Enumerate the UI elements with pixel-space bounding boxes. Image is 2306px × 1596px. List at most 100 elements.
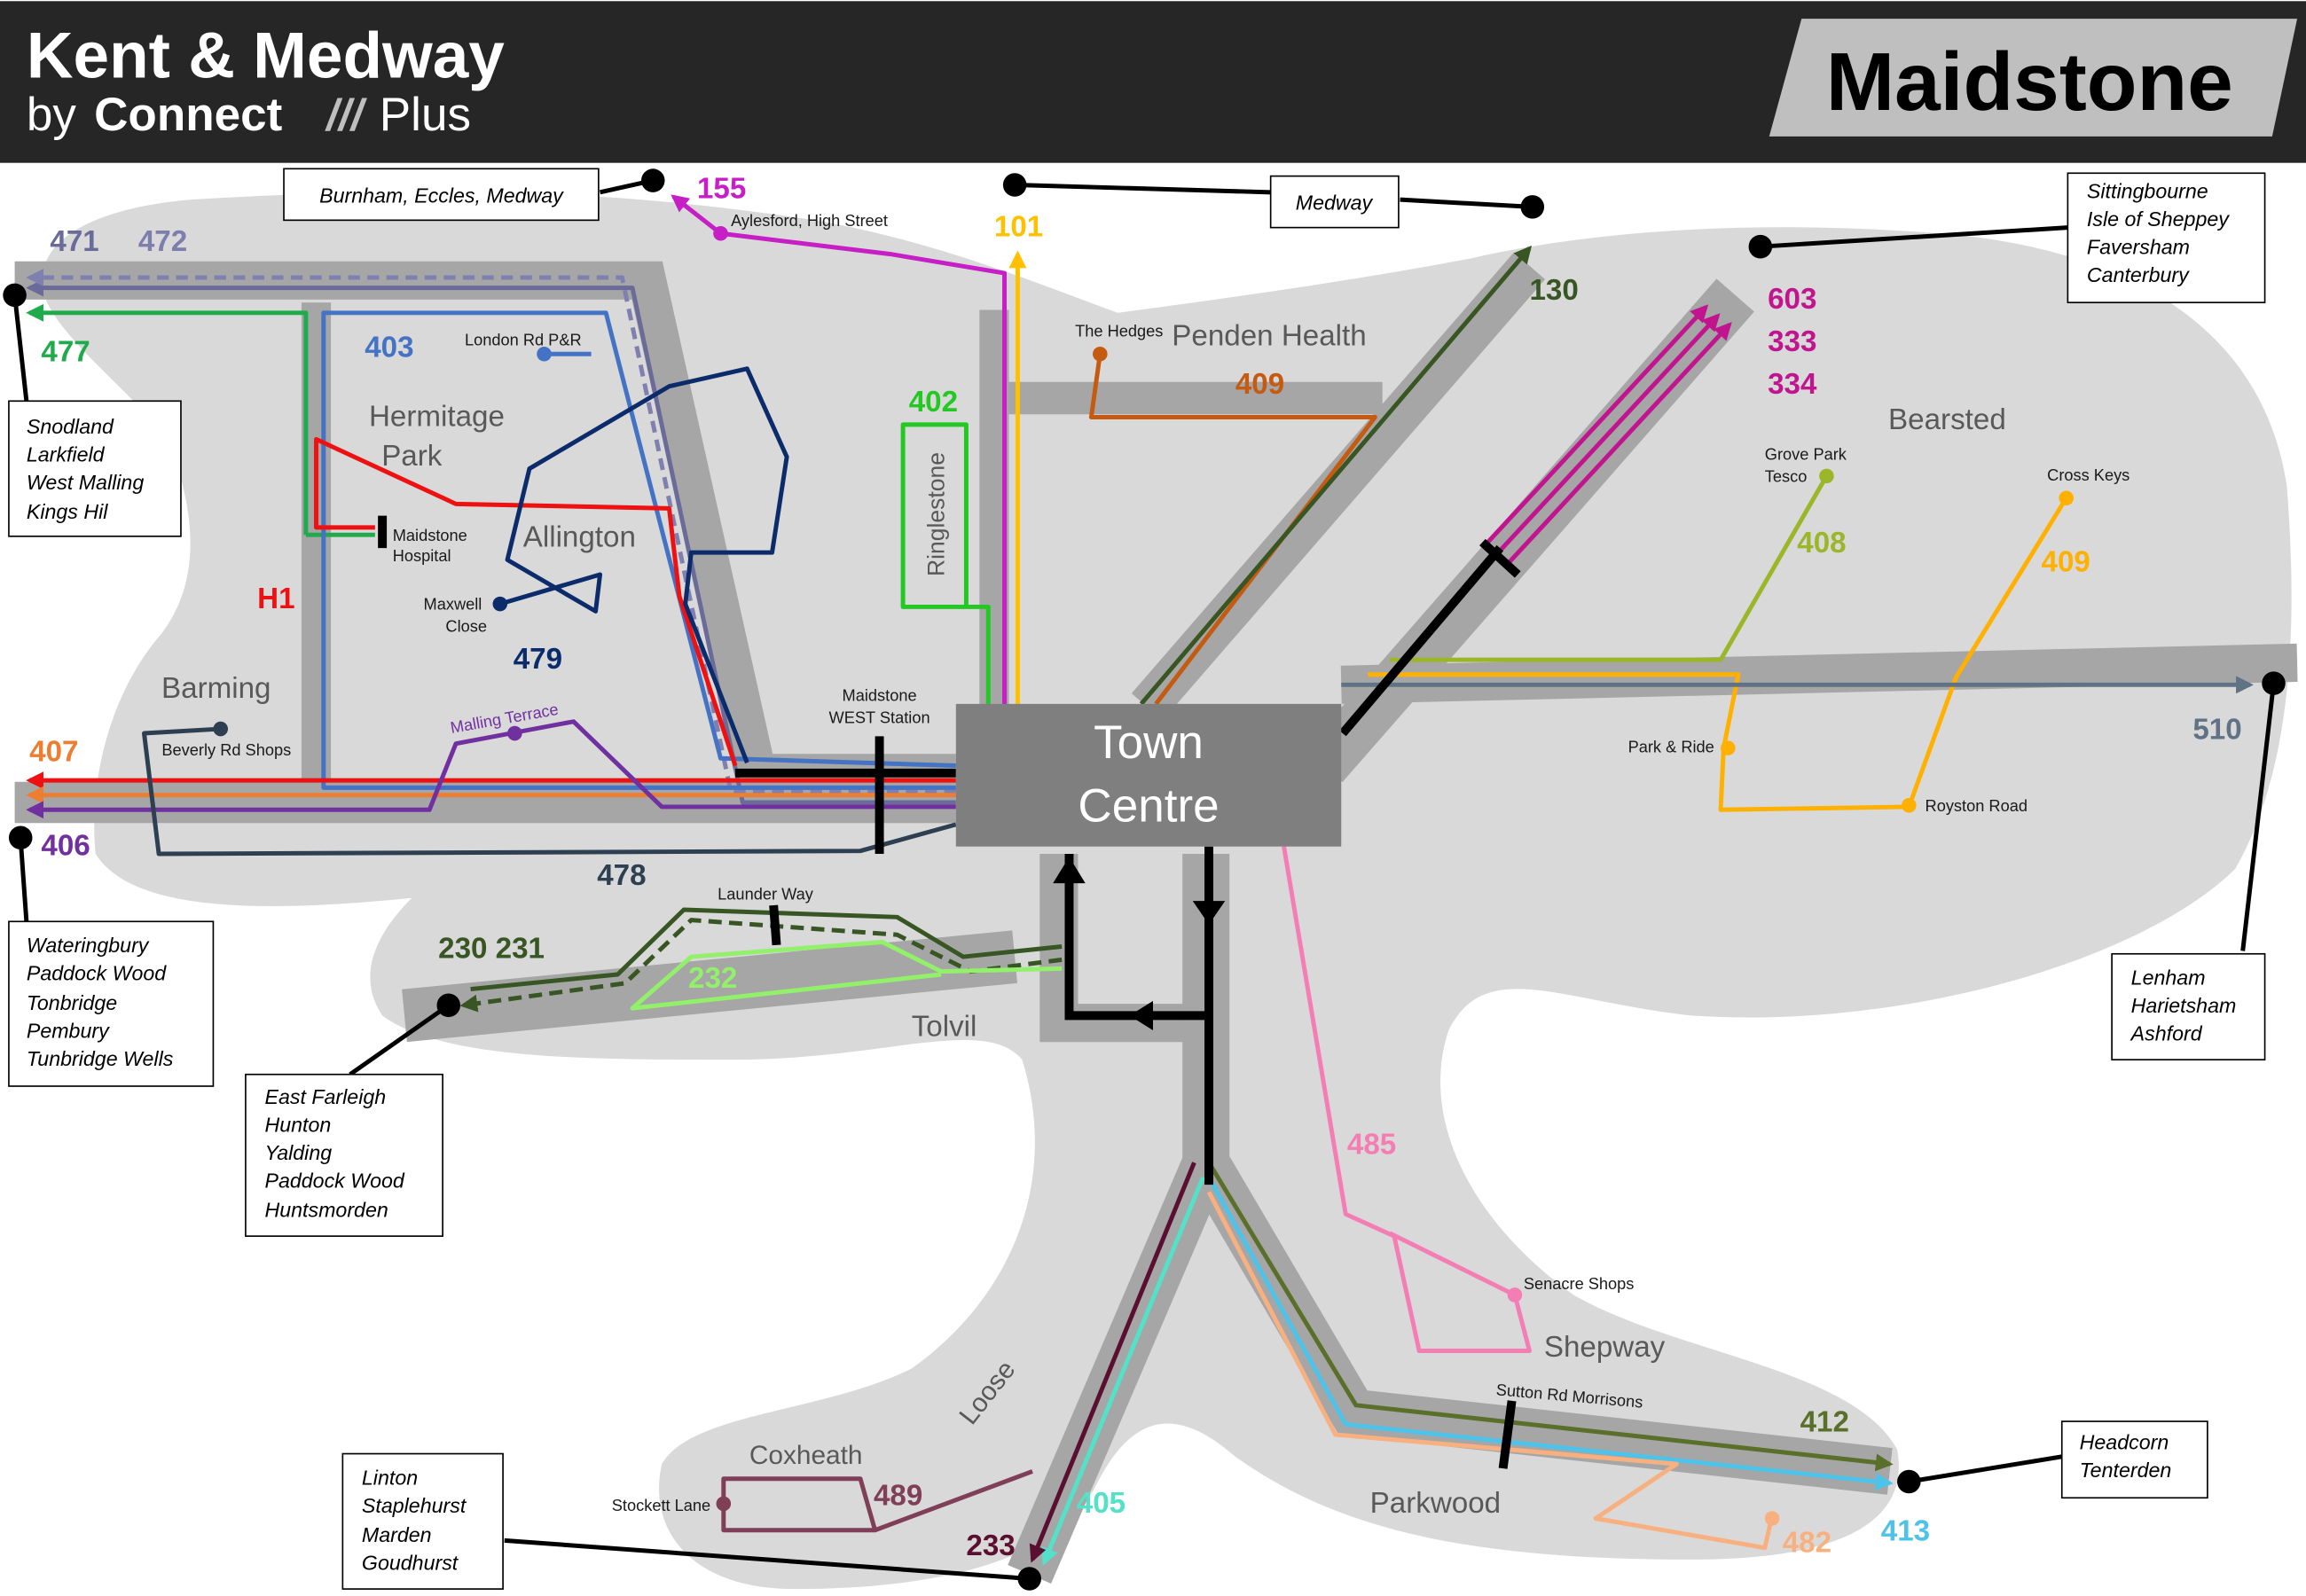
dest-headcorn-1: Headcorn [2080, 1431, 2169, 1454]
area-penden-health: Penden Health [1172, 319, 1366, 352]
label-beverly: Beverly Rd Shops [161, 740, 291, 759]
stop-cross-keys [2059, 490, 2075, 506]
stop-grove-park [1819, 468, 1834, 484]
dest-east-farleigh-3: Yalding [264, 1141, 332, 1164]
stop-the-hedges [1093, 346, 1108, 362]
route-label-408: 408 [1797, 527, 1846, 559]
route-334-line [1504, 322, 1732, 567]
label-grove-park-2: Tesco [1765, 466, 1808, 485]
dest-lenham-3: Ashford [2130, 1022, 2203, 1045]
route-479-loop [499, 366, 789, 764]
route-471-line [26, 278, 956, 805]
dest-linton-3: Marden [362, 1523, 432, 1546]
brand-slashes: /// [325, 90, 368, 140]
dest-wateringbury-2: Paddock Wood [27, 962, 167, 985]
brand-plus: Plus [380, 89, 471, 141]
dest-sittingbourne-1: Sittingbourne [2087, 179, 2208, 202]
stop-london-rd [537, 346, 552, 362]
route-231-line [470, 907, 1063, 992]
route-130-line [1139, 245, 1533, 706]
stop-stockett-lane [716, 1496, 732, 1512]
stop-beverly-rd [213, 721, 229, 737]
area-shepway: Shepway [1544, 1331, 1666, 1364]
dest-snodland-3: West Malling [27, 471, 144, 494]
route-409e-line [1368, 497, 2068, 812]
route-label-603: 603 [1768, 283, 1816, 316]
route-403-line [321, 310, 956, 790]
route-label-230-231: 230 231 [438, 933, 545, 966]
route-label-334: 334 [1768, 368, 1817, 401]
destination-connectors [12, 178, 2276, 1581]
dest-linton-1: Linton [362, 1466, 418, 1489]
dest-wateringbury-4: Pembury [27, 1019, 110, 1042]
dest-snodland-4: Kings Hil [27, 500, 108, 523]
area-barming: Barming [161, 672, 271, 705]
route-labels: 471 472 477 403 479 H1 407 406 478 155 1… [29, 172, 2241, 1561]
label-grove-park-1: Grove Park [1765, 445, 1847, 464]
dest-sittingbourne-3: Faversham [2087, 235, 2190, 258]
route-402-loop [900, 422, 991, 704]
dest-snodland-2: Larkfield [27, 442, 106, 466]
route-label-482: 482 [1783, 1527, 1831, 1560]
route-413-line [1206, 1176, 1894, 1490]
dest-headcorn-2: Tenterden [2080, 1459, 2172, 1482]
label-stockett: Stockett Lane [612, 1496, 710, 1514]
route-412-line [1206, 1161, 1894, 1472]
dest-wateringbury-1: Wateringbury [27, 934, 150, 957]
area-bearsted: Bearsted [1888, 403, 2006, 436]
brand-connect: Connect [94, 89, 283, 141]
area-allington: Allington [523, 520, 636, 553]
dest-east-farleigh-1: East Farleigh [264, 1085, 386, 1108]
dest-east-farleigh-2: Hunton [264, 1113, 331, 1136]
route-155-line [671, 194, 1008, 708]
area-coxheath: Coxheath [749, 1441, 863, 1470]
dest-sittingbourne-2: Isle of Sheppey [2087, 207, 2230, 231]
label-london-rd: London Rd P&R [465, 330, 582, 348]
route-label-402: 402 [909, 386, 958, 419]
label-west-station-2: WEST Station [829, 708, 930, 726]
area-hermitage: Hermitage [369, 400, 505, 433]
service-area [42, 192, 2292, 1590]
route-478-line [142, 726, 957, 857]
route-477-line [26, 303, 309, 536]
route-label-472: 472 [138, 225, 187, 258]
stop-park-ride [1721, 740, 1736, 755]
title-badge [1769, 19, 2298, 137]
label-hospital-2: Hospital [393, 546, 451, 565]
route-label-h1: H1 [257, 583, 294, 615]
route-label-478: 478 [597, 859, 646, 892]
dest-east-farleigh-5: Huntsmorden [264, 1199, 388, 1222]
dest-snodland-1: Snodland [27, 415, 114, 438]
route-label-412: 412 [1800, 1406, 1849, 1439]
route-label-409w: 409 [1235, 368, 1284, 401]
route-label-130: 130 [1529, 274, 1578, 307]
route-label-405: 405 [1077, 1487, 1126, 1520]
town-centre-box [955, 703, 1342, 847]
dest-wateringbury-3: Tonbridge [27, 991, 117, 1014]
route-label-489: 489 [874, 1480, 922, 1513]
brand-name: Kent & Medway [27, 20, 505, 92]
route-label-101: 101 [994, 211, 1043, 244]
label-royston: Royston Road [1926, 796, 2028, 815]
area-tolvil: Tolvil [912, 1011, 977, 1044]
area-ringlestone: Ringlestone [923, 452, 950, 576]
route-label-485: 485 [1347, 1128, 1396, 1161]
area-park: Park [381, 440, 443, 473]
route-label-413: 413 [1881, 1514, 1930, 1547]
label-senacre: Senacre Shops [1524, 1274, 1635, 1293]
route-label-155: 155 [697, 172, 746, 205]
route-label-479: 479 [514, 643, 562, 676]
route-label-233: 233 [966, 1530, 1015, 1562]
route-label-409e: 409 [2042, 546, 2090, 579]
route-333-line [1492, 313, 1721, 559]
map-title: Maidstone [1826, 35, 2233, 128]
route-482-line [1206, 1191, 1775, 1551]
trunk-lines [378, 515, 1521, 1469]
dest-medway: Medway [1296, 192, 1374, 215]
dest-east-farleigh-4: Paddock Wood [264, 1169, 404, 1192]
label-launder: Launder Way [718, 884, 814, 903]
route-232-line [630, 940, 1063, 1011]
stop-markers [213, 225, 2075, 1526]
label-cross-keys: Cross Keys [2047, 466, 2130, 484]
label-hospital-1: Maidstone [393, 526, 467, 544]
